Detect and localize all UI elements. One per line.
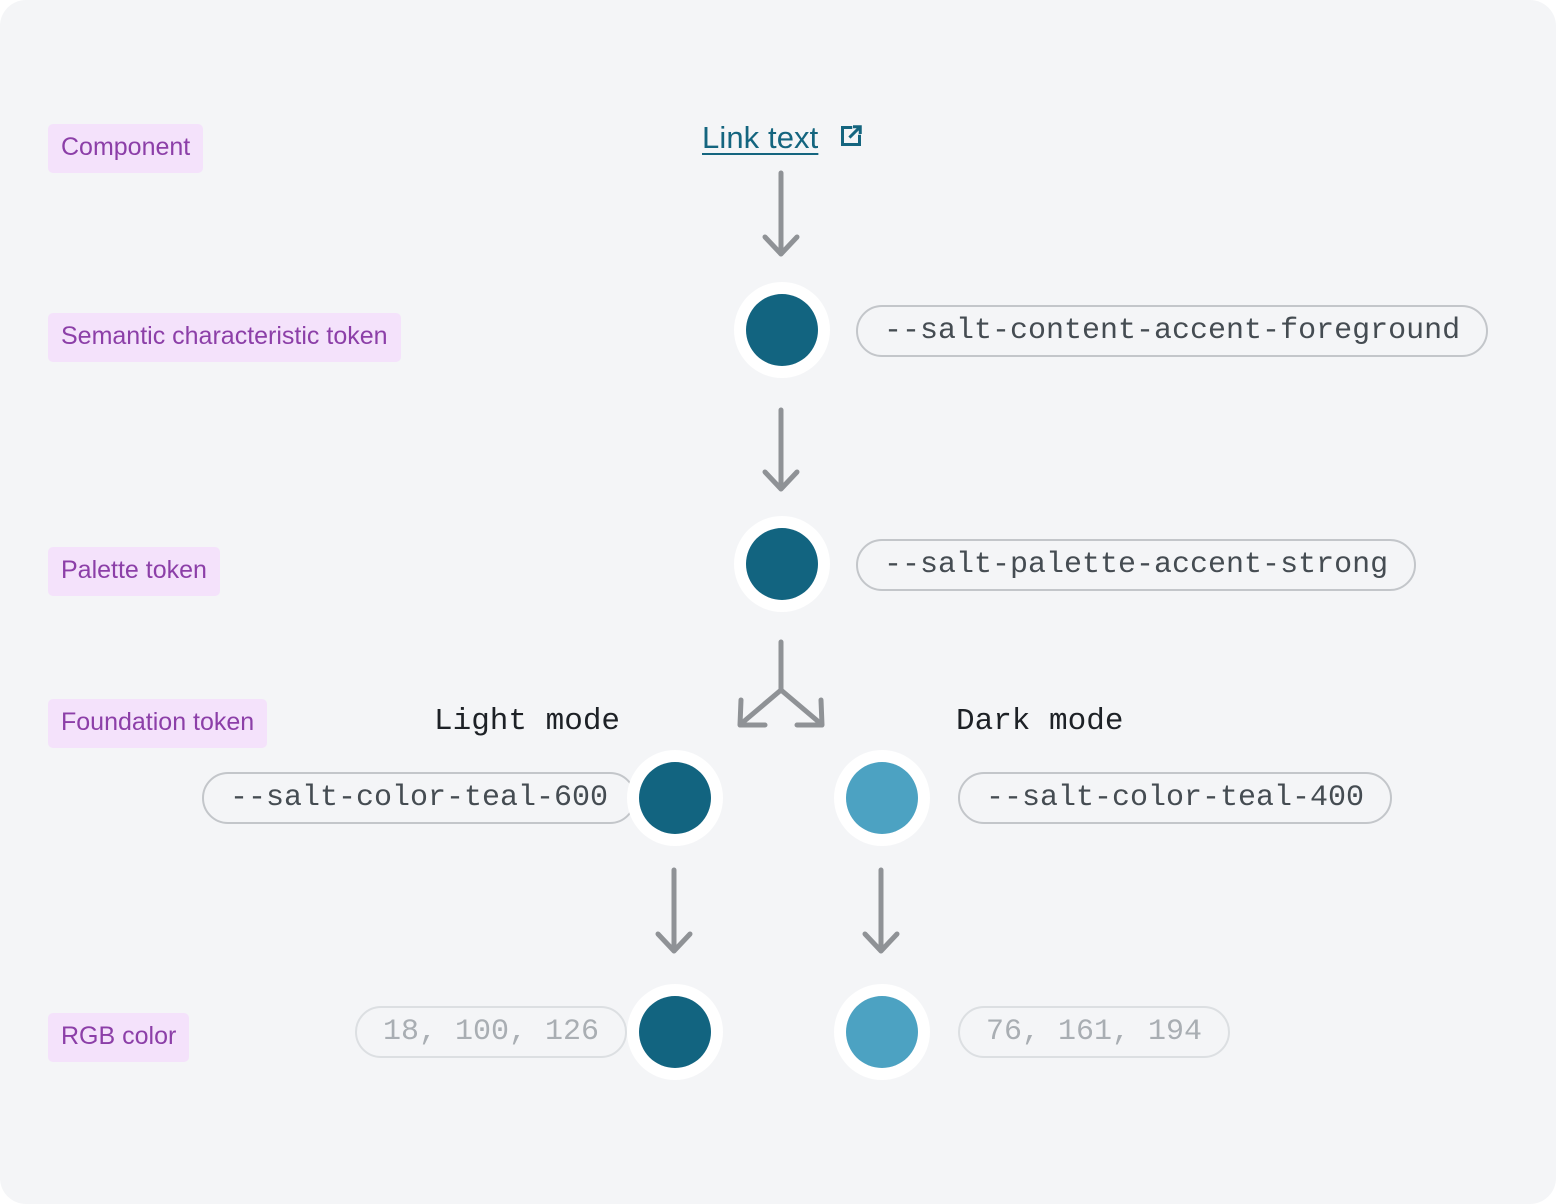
pill-rgb-light: 18, 100, 126 [355, 1006, 628, 1058]
link-component[interactable]: Link text [702, 120, 866, 156]
pill-palette-token: --salt-palette-accent-strong [856, 539, 1417, 591]
stage-chip-rgb-color: RGB color [48, 1013, 190, 1062]
swatch-rgb-light [627, 984, 723, 1080]
link-text-label[interactable]: Link text [702, 120, 819, 155]
stage-chip-palette-token: Palette token [48, 547, 220, 596]
swatch-foundation-dark [834, 750, 930, 846]
swatch-fill [846, 762, 918, 834]
swatch-fill [746, 294, 818, 366]
swatch-rgb-dark [834, 984, 930, 1080]
pill-foundation-token-dark: --salt-color-teal-400 [958, 772, 1393, 824]
pill-foundation-token-light: --salt-color-teal-600 [202, 772, 637, 824]
swatch-fill [639, 996, 711, 1068]
pill-semantic-token: --salt-content-accent-foreground [856, 305, 1489, 357]
swatch-palette-token [734, 516, 830, 612]
swatch-fill [639, 762, 711, 834]
swatch-semantic-token [734, 282, 830, 378]
light-mode-label: Light mode [434, 704, 621, 739]
external-link-icon[interactable] [836, 121, 866, 156]
pill-rgb-dark: 76, 161, 194 [958, 1006, 1231, 1058]
swatch-fill [746, 528, 818, 600]
swatch-fill [846, 996, 918, 1068]
stage-chip-component: Component [48, 124, 204, 173]
stage-chip-foundation-token: Foundation token [48, 699, 268, 748]
dark-mode-label: Dark mode [956, 704, 1124, 739]
swatch-foundation-light [627, 750, 723, 846]
stage-chip-semantic-characteristic-token: Semantic characteristic token [48, 313, 401, 362]
